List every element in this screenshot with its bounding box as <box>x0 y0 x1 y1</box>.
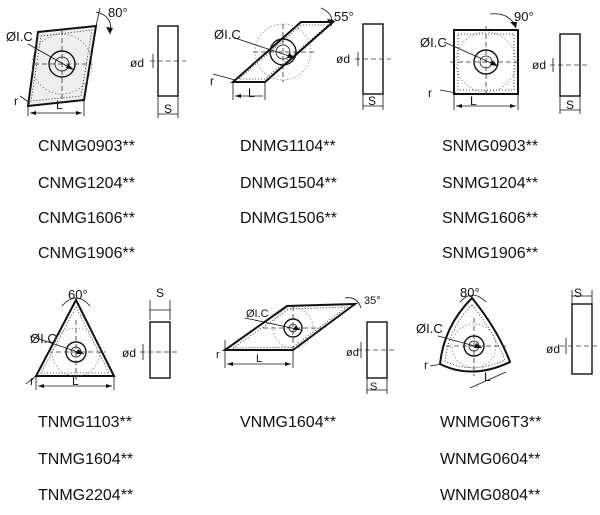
diagram-t-insert <box>25 297 180 390</box>
radius-label: r <box>14 94 18 108</box>
angle-label: 55° <box>334 9 354 24</box>
code-t-3: TNMG2204** <box>38 487 134 504</box>
code-s-4: SNMG1906** <box>442 245 539 262</box>
thickness-label: S <box>574 286 583 300</box>
thickness-diameter-label: ød <box>130 56 145 70</box>
length-label: L <box>470 94 477 108</box>
code-s-2: SNMG1204** <box>442 175 539 192</box>
code-t-2: TNMG1604** <box>38 451 134 468</box>
thickness-label: S <box>164 102 173 116</box>
code-c-2: CNMG1204** <box>38 175 135 192</box>
code-d-1: DNMG1104** <box>240 138 336 155</box>
ic-label: ØI.C <box>416 321 443 336</box>
thickness-diameter-label: ød <box>122 346 137 360</box>
length-label: L <box>56 98 63 112</box>
angle-label: 80° <box>460 285 480 300</box>
code-d-3: DNMG1506** <box>240 210 337 227</box>
code-t-1: TNMG1103** <box>38 414 132 431</box>
thickness-diameter-label: ød <box>346 347 359 359</box>
thickness-label: S <box>566 98 575 112</box>
length-label: L <box>72 374 79 388</box>
code-w-1: WNMG06T3** <box>440 414 542 431</box>
angle-label: 80° <box>108 5 128 20</box>
radius-label: r <box>30 374 34 388</box>
angle-label: 90° <box>514 9 534 24</box>
ic-label: ØI.C <box>420 35 447 50</box>
code-w-3: WNMG0804** <box>440 487 541 504</box>
length-label: L <box>484 370 491 384</box>
code-c-3: CNMG1606** <box>38 210 135 227</box>
ic-label: ØI.C <box>6 29 33 44</box>
radius-label: r <box>428 86 432 100</box>
code-d-2: DNMG1504** <box>240 175 337 192</box>
radius-label: r <box>424 358 428 372</box>
ic-label: ØI.C <box>214 27 241 42</box>
length-label: L <box>256 353 263 365</box>
diagram-d-insert <box>212 7 391 110</box>
radius-label: r <box>210 74 214 88</box>
diagram-w-insert <box>429 290 600 389</box>
diagram-v-insert <box>221 297 395 394</box>
code-c-1: CNMG0903** <box>38 138 135 155</box>
thickness-label: S <box>370 381 378 393</box>
diagram-c-insert <box>19 7 186 118</box>
thickness-label: S <box>156 286 165 300</box>
ic-label: ØI.C <box>246 308 269 320</box>
thickness-diameter-label: ød <box>546 342 561 356</box>
angle-label: 60° <box>68 287 88 302</box>
thickness-label: S <box>368 94 377 108</box>
radius-label: r <box>216 349 220 361</box>
code-s-3: SNMG1606** <box>442 210 539 227</box>
code-w-2: WNMG0604** <box>440 451 541 468</box>
thickness-diameter-label: ød <box>532 58 547 72</box>
code-c-4: CNMG1906** <box>38 245 135 262</box>
thickness-diameter-label: ød <box>336 52 351 66</box>
code-s-1: SNMG0903** <box>442 138 539 155</box>
diagram-s-insert <box>439 13 588 114</box>
ic-label: ØI.C <box>30 331 57 346</box>
angle-label: 35° <box>364 295 381 307</box>
length-label: L <box>248 86 255 100</box>
code-v-1: VNMG1604** <box>240 414 337 431</box>
